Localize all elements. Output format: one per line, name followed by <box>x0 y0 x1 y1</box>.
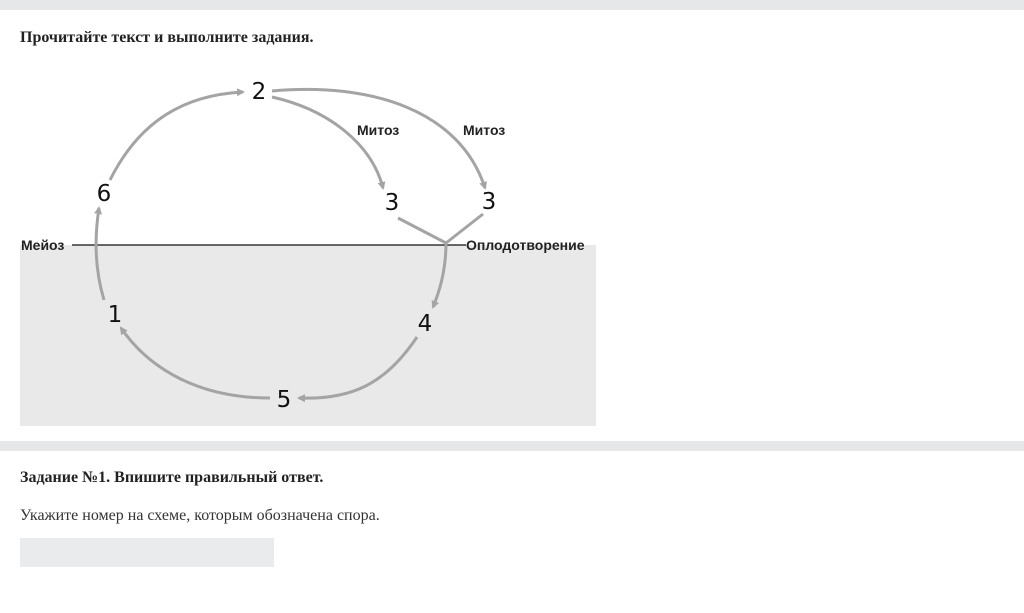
arrow-2-to-3-right <box>271 87 487 190</box>
node-5: 5 <box>277 387 292 413</box>
node-2: 2 <box>252 79 267 105</box>
life-cycle-diagram: 2 6 3 3 1 4 5 Митоз Митоз Мейоз Оплодотв… <box>20 79 596 426</box>
arrow-4-to-5 <box>297 336 419 403</box>
node-3-left: 3 <box>385 190 400 216</box>
arrow-fertilization-to-4 <box>431 242 448 309</box>
task-question: Укажите номер на схеме, которым обозначе… <box>20 507 380 524</box>
task-card <box>0 451 1024 613</box>
arrow-6-to-2 <box>108 88 245 181</box>
label-mitosis-right: Митоз <box>463 122 505 138</box>
label-mitosis-left: Митоз <box>357 122 399 138</box>
answer-input[interactable] <box>20 538 274 567</box>
top-bar <box>0 0 1024 10</box>
node-4: 4 <box>418 311 433 337</box>
arrow-1-to-6 <box>94 206 106 301</box>
node-6: 6 <box>97 181 112 207</box>
join-line-right <box>445 212 484 245</box>
label-meiosis: Мейоз <box>21 237 64 253</box>
card-separator <box>0 441 1024 451</box>
arrow-5-to-1 <box>119 326 271 400</box>
instruction-text: Прочитайте текст и выполните задания. <box>20 29 314 46</box>
node-1: 1 <box>108 302 123 328</box>
join-line-left <box>397 216 447 245</box>
label-fertilization: Оплодотворение <box>466 237 585 253</box>
arrow-2-to-3-left <box>271 95 386 190</box>
task-title: Задание №1. Впишите правильный ответ. <box>20 469 324 486</box>
diploid-phase-panel <box>20 245 596 426</box>
node-3-right: 3 <box>482 189 497 215</box>
